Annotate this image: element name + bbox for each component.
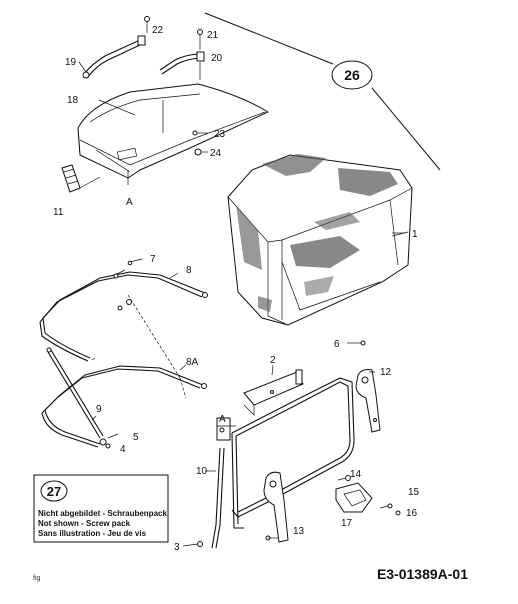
callout-27-label: 27 <box>47 484 61 499</box>
label-8: 8 <box>186 265 192 276</box>
label-22: 22 <box>152 25 164 36</box>
label-a-mid: A <box>219 414 226 425</box>
label-12: 12 <box>380 367 392 378</box>
bracket-part-2 <box>243 369 304 416</box>
rod-part-10 <box>182 447 225 549</box>
label-9: 9 <box>96 404 102 415</box>
screws-23-24 <box>192 130 208 156</box>
leader-lines <box>78 61 405 472</box>
part-labels: 22 19 21 20 18 23 24 11 A 1 7 8 6 8A 2 1… <box>53 25 420 553</box>
label-2: 2 <box>270 355 276 366</box>
label-3: 3 <box>174 542 180 553</box>
label-a-top: A <box>126 197 133 208</box>
label-20: 20 <box>211 53 223 64</box>
callout-26-label: 26 <box>344 67 360 83</box>
frame-part-8 <box>39 269 208 399</box>
drawing-code: E3-01389A-01 <box>377 566 468 582</box>
label-7: 7 <box>150 254 156 265</box>
bracket-part-12 <box>355 369 381 433</box>
label-14: 14 <box>350 469 362 480</box>
label-17: 17 <box>341 518 353 529</box>
screw-part-7 <box>127 258 143 266</box>
label-16: 16 <box>406 508 418 519</box>
label-11: 11 <box>53 207 64 218</box>
label-23: 23 <box>214 129 226 140</box>
chute-frame <box>216 377 355 529</box>
label-21: 21 <box>207 30 219 41</box>
label-13: 13 <box>293 526 305 537</box>
note-line-fr: Sans illustration - Jeu de vis <box>38 529 147 538</box>
callout-26: 26 <box>204 12 441 171</box>
footer-small-text: fig <box>33 575 41 582</box>
label-15: 15 <box>408 487 420 498</box>
label-1: 1 <box>412 229 418 240</box>
clamp-part-17 <box>335 475 401 516</box>
lid-part-18 <box>77 83 270 185</box>
bracket-part-13 <box>263 471 289 543</box>
label-19: 19 <box>65 57 77 68</box>
label-4: 4 <box>120 444 126 455</box>
label-8a: 8A <box>186 357 199 368</box>
note-line-en: Not shown - Screw pack <box>38 519 131 528</box>
label-5: 5 <box>133 432 139 443</box>
grip-part-11 <box>61 164 101 193</box>
label-18: 18 <box>67 95 79 106</box>
screw-part-6 <box>347 340 366 346</box>
screw-pack-note: 27 Nicht abgebildet - Schraubenpack Not … <box>33 474 169 543</box>
grass-bag-part-1 <box>227 154 413 326</box>
label-10: 10 <box>196 466 208 477</box>
frame-part-8a <box>41 365 207 448</box>
label-24: 24 <box>210 148 222 159</box>
handle-part-19 <box>82 16 150 79</box>
label-6: 6 <box>334 339 340 350</box>
rod-part-9 <box>46 347 119 449</box>
note-line-de: Nicht abgebildet - Schraubenpack <box>38 509 167 518</box>
handle-part-20 <box>159 29 205 80</box>
